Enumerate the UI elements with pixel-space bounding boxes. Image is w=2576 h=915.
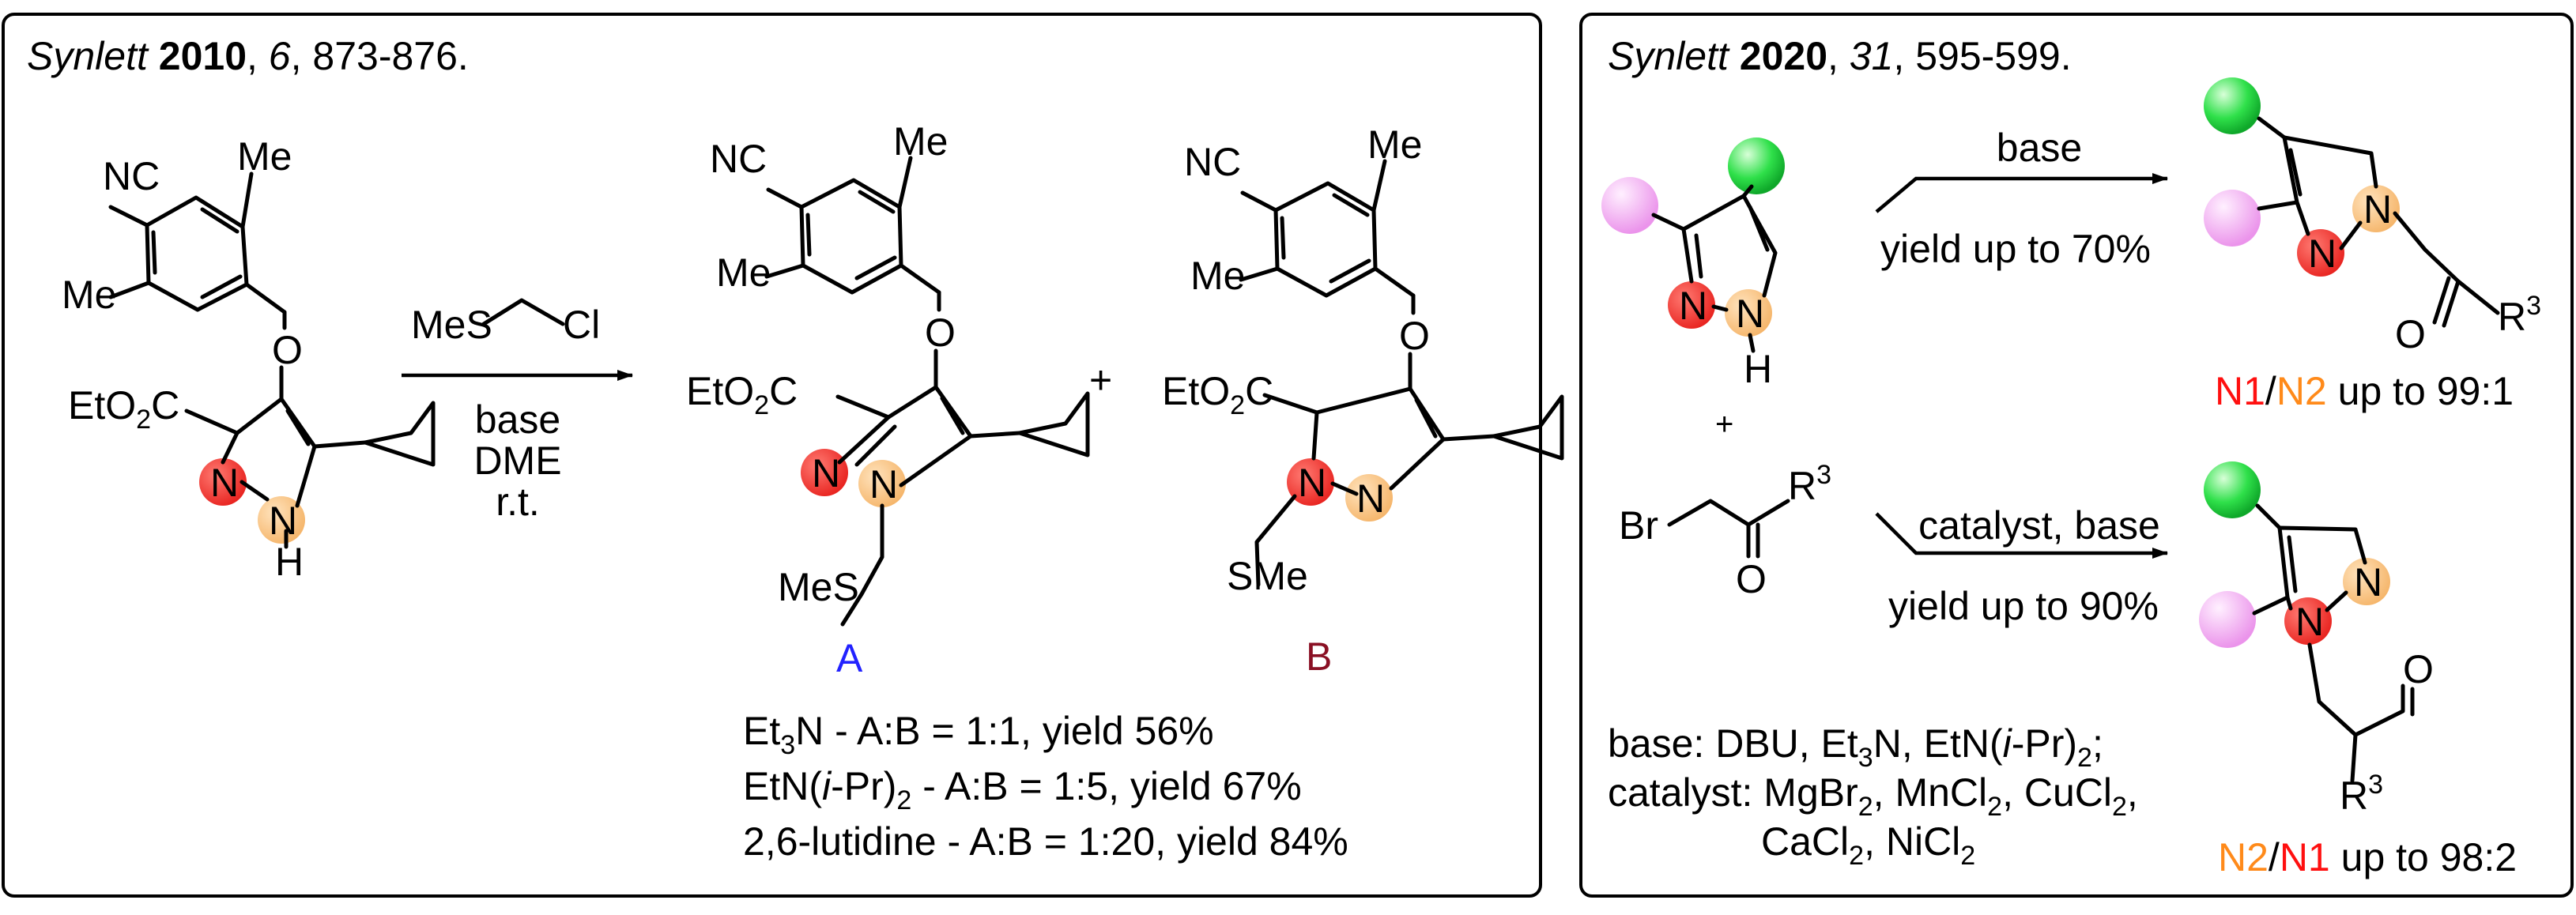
- nh-n2: N: [1736, 292, 1764, 336]
- results-list: Et3N - A:B = 1:1, yield 56% EtN(i-Pr)2 -…: [743, 709, 1348, 864]
- b-n1: N: [1298, 461, 1326, 505]
- note-base: base: DBU, Et3N, EtN(i-Pr)2;: [1608, 721, 2103, 773]
- b-n1-highlight: [1287, 458, 1334, 506]
- nh-n2-highlight: [1725, 289, 1772, 337]
- b-sme: SMe: [1227, 554, 1308, 598]
- n1p-n2: N: [2308, 232, 2337, 276]
- arrow-top-above: base: [1997, 126, 2082, 170]
- conditions-notes: base: DBU, Et3N, EtN(i-Pr)2; catalyst: M…: [1608, 721, 2138, 871]
- arrow-top: [1875, 173, 2168, 213]
- arrow-top-below: yield up to 70%: [1880, 227, 2151, 271]
- reagent: MeS Cl: [411, 298, 600, 347]
- sm-n1: N: [210, 461, 239, 505]
- a-mes: MeS: [778, 565, 859, 609]
- note-catalyst-1: catalyst: MgBr2, MnCl2, CuCl2,: [1608, 770, 2138, 822]
- sm-h: H: [275, 540, 304, 584]
- condition-base: base: [475, 397, 560, 442]
- n2-highlight: [258, 496, 305, 544]
- sm-me-top: Me: [237, 134, 292, 179]
- bk-o: O: [1736, 557, 1767, 601]
- sm-eto2c: EtO2C: [68, 383, 179, 435]
- note-catalyst-2: CaCl2, NiCl2: [1761, 819, 1975, 871]
- n1p-n1-highlight: [2352, 185, 2400, 232]
- b-nc: NC: [1184, 140, 1241, 184]
- nh-pyrazole: N N H: [1601, 137, 1785, 391]
- n1p-o: O: [2395, 312, 2426, 356]
- n1p-n2-highlight: [2297, 229, 2344, 277]
- nh-n1-highlight: [1668, 281, 1715, 329]
- sm-o: O: [272, 328, 303, 372]
- condition-temp: r.t.: [496, 480, 540, 524]
- nh-h: H: [1744, 347, 1772, 391]
- condition-solvent: DME: [473, 439, 561, 483]
- left-reference: Synlett 2010, 6, 873-876.: [27, 34, 469, 78]
- left-panel-frame: [2, 13, 1542, 898]
- n2p-o: O: [2403, 647, 2434, 691]
- n1p-n1: N: [2363, 187, 2392, 232]
- a-o: O: [925, 311, 956, 355]
- b-n2-highlight: [1345, 474, 1393, 522]
- bromoketone: Br O R3: [1619, 460, 1831, 601]
- n2-product: N N O R3 N2/N1 up to 98:2: [2199, 461, 2517, 879]
- a-n1: N: [812, 451, 840, 495]
- a-nc: NC: [710, 137, 767, 181]
- pink-sub-n1: [2204, 190, 2261, 247]
- result-lutidine: 2,6-lutidine - A:B = 1:20, yield 84%: [743, 819, 1348, 864]
- a-me-left: Me: [716, 250, 771, 295]
- n2p-n2-highlight: [2343, 558, 2390, 605]
- arrow-bottom-above: catalyst, base: [1918, 503, 2160, 548]
- reagent-mes: MeS: [411, 303, 492, 347]
- green-sub-n1: [2204, 77, 2261, 134]
- b-me-top: Me: [1367, 122, 1422, 167]
- pink-sub-n2: [2199, 591, 2256, 648]
- ratio-top: N1/N2 up to 99:1: [2215, 369, 2514, 413]
- sm-n2: N: [269, 499, 297, 543]
- plus-right: +: [1715, 407, 1733, 442]
- label-a: A: [836, 636, 863, 680]
- plus-left: +: [1089, 358, 1112, 402]
- arrow-bottom: [1875, 512, 2168, 559]
- b-n2: N: [1356, 476, 1385, 521]
- pink-sub-sm: [1601, 177, 1658, 234]
- green-sub-sm: [1728, 137, 1785, 194]
- arrow-bottom-below: yield up to 90%: [1888, 584, 2159, 628]
- a-n1-highlight: [801, 449, 848, 496]
- product-b: NC Me Me O EtO2C N N SMe B: [1162, 122, 1564, 679]
- n2p-n1-highlight: [2284, 597, 2332, 645]
- n2p-r3: R3: [2340, 770, 2383, 818]
- n2p-n1: N: [2295, 600, 2324, 644]
- a-n2: N: [869, 462, 898, 506]
- label-b: B: [1306, 634, 1332, 679]
- b-eto2c: EtO2C: [1162, 369, 1273, 420]
- a-n2-highlight: [858, 460, 906, 507]
- bk-r3: R3: [1788, 460, 1831, 508]
- b-o: O: [1399, 314, 1430, 358]
- a-me-top: Me: [893, 119, 948, 164]
- bk-br: Br: [1619, 503, 1658, 548]
- reagent-cl: Cl: [563, 303, 600, 347]
- result-et3n: Et3N - A:B = 1:1, yield 56%: [743, 709, 1214, 760]
- result-dipea: EtN(i-Pr)2 - A:B = 1:5, yield 67%: [743, 764, 1302, 815]
- sm-me-left: Me: [62, 273, 116, 317]
- n1-product: N N O R3 N1/N2 up to 99:1: [2204, 77, 2541, 413]
- b-me-left: Me: [1190, 254, 1245, 298]
- right-panel-frame: [1579, 13, 2574, 898]
- a-eto2c: EtO2C: [686, 369, 798, 420]
- product-a: NC Me Me O EtO2C N N MeS A: [686, 119, 1090, 680]
- right-reference: Synlett 2020, 31, 595-599.: [1608, 34, 2072, 78]
- starting-material: NC Me Me O EtO2C N N H: [62, 134, 436, 584]
- green-sub-n2: [2204, 461, 2261, 518]
- n2p-n2: N: [2354, 560, 2382, 604]
- n1p-r3: R3: [2498, 291, 2541, 339]
- sm-nc: NC: [103, 154, 160, 198]
- n1-highlight: [199, 458, 247, 506]
- nh-n1: N: [1679, 284, 1707, 328]
- ratio-bottom: N2/N1 up to 98:2: [2218, 835, 2517, 879]
